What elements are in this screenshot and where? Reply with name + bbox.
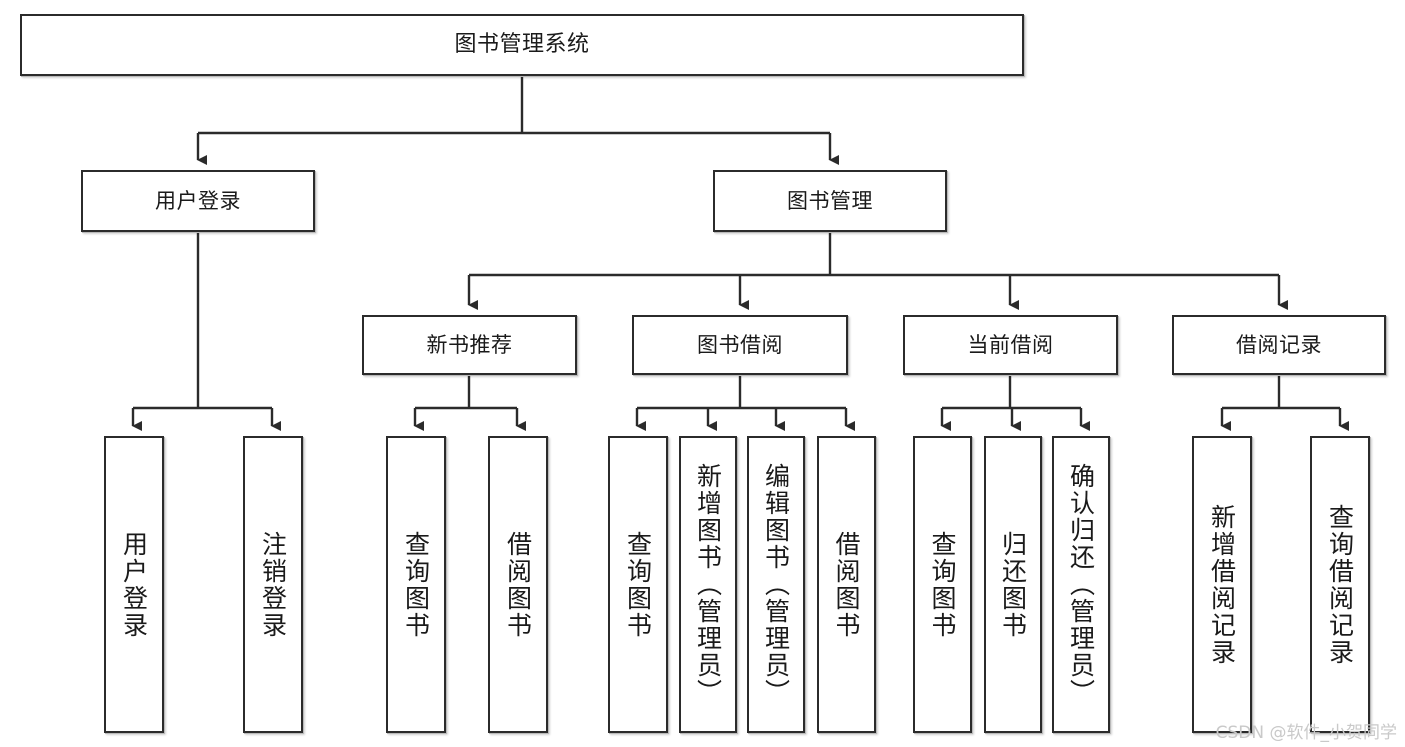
node-root-system[interactable]: 图书管理系统 <box>20 14 1024 76</box>
node-label: 新书推荐 <box>426 332 513 357</box>
leaf-confirm-return-admin[interactable]: 确认归还（管理员） <box>1052 436 1110 733</box>
node-user-login[interactable]: 用户登录 <box>81 170 315 232</box>
node-label: 新增借阅记录 <box>1207 503 1237 666</box>
node-label: 用户登录 <box>155 188 241 213</box>
node-label: 查询借阅记录 <box>1325 503 1355 666</box>
node-borrow-records[interactable]: 借阅记录 <box>1172 315 1386 375</box>
leaf-query-book-recommend[interactable]: 查询图书 <box>386 436 446 733</box>
node-label: 归还图书 <box>998 530 1028 639</box>
leaf-return-book[interactable]: 归还图书 <box>984 436 1042 733</box>
node-label: 查询图书 <box>623 530 653 639</box>
leaf-user-login[interactable]: 用户登录 <box>104 436 164 733</box>
node-label: 查询图书 <box>401 530 431 639</box>
node-label: 借阅记录 <box>1236 332 1322 357</box>
node-label: 用户登录 <box>119 530 149 639</box>
node-label: 注销登录 <box>258 530 288 639</box>
leaf-edit-book-admin[interactable]: 编辑图书（管理员） <box>747 436 805 733</box>
node-label: 确认归还（管理员） <box>1066 463 1096 706</box>
leaf-logout[interactable]: 注销登录 <box>243 436 303 733</box>
node-label: 编辑图书（管理员） <box>761 463 791 706</box>
node-label: 借阅图书 <box>832 530 861 639</box>
node-current-borrow[interactable]: 当前借阅 <box>903 315 1118 375</box>
node-label: 图书管理系统 <box>454 32 590 58</box>
node-label: 新增图书（管理员） <box>693 463 723 706</box>
leaf-query-book-borrow[interactable]: 查询图书 <box>608 436 668 733</box>
leaf-borrow-book[interactable]: 借阅图书 <box>817 436 876 733</box>
node-book-borrow[interactable]: 图书借阅 <box>632 315 848 375</box>
node-label: 当前借阅 <box>967 332 1054 357</box>
node-label: 图书借阅 <box>697 332 783 357</box>
node-label: 图书管理 <box>787 188 873 213</box>
csdn-watermark: CSDN @软件_小贺同学 <box>1215 723 1397 743</box>
leaf-add-borrow-record[interactable]: 新增借阅记录 <box>1192 436 1252 733</box>
node-book-management[interactable]: 图书管理 <box>713 170 947 232</box>
node-label: 查询图书 <box>928 530 957 639</box>
leaf-query-borrow-record[interactable]: 查询借阅记录 <box>1310 436 1370 733</box>
node-new-book-recommend[interactable]: 新书推荐 <box>362 315 577 375</box>
leaf-add-book-admin[interactable]: 新增图书（管理员） <box>679 436 737 733</box>
node-label: 借阅图书 <box>503 530 533 639</box>
leaf-borrow-book-recommend[interactable]: 借阅图书 <box>488 436 548 733</box>
leaf-query-book-current[interactable]: 查询图书 <box>913 436 972 733</box>
